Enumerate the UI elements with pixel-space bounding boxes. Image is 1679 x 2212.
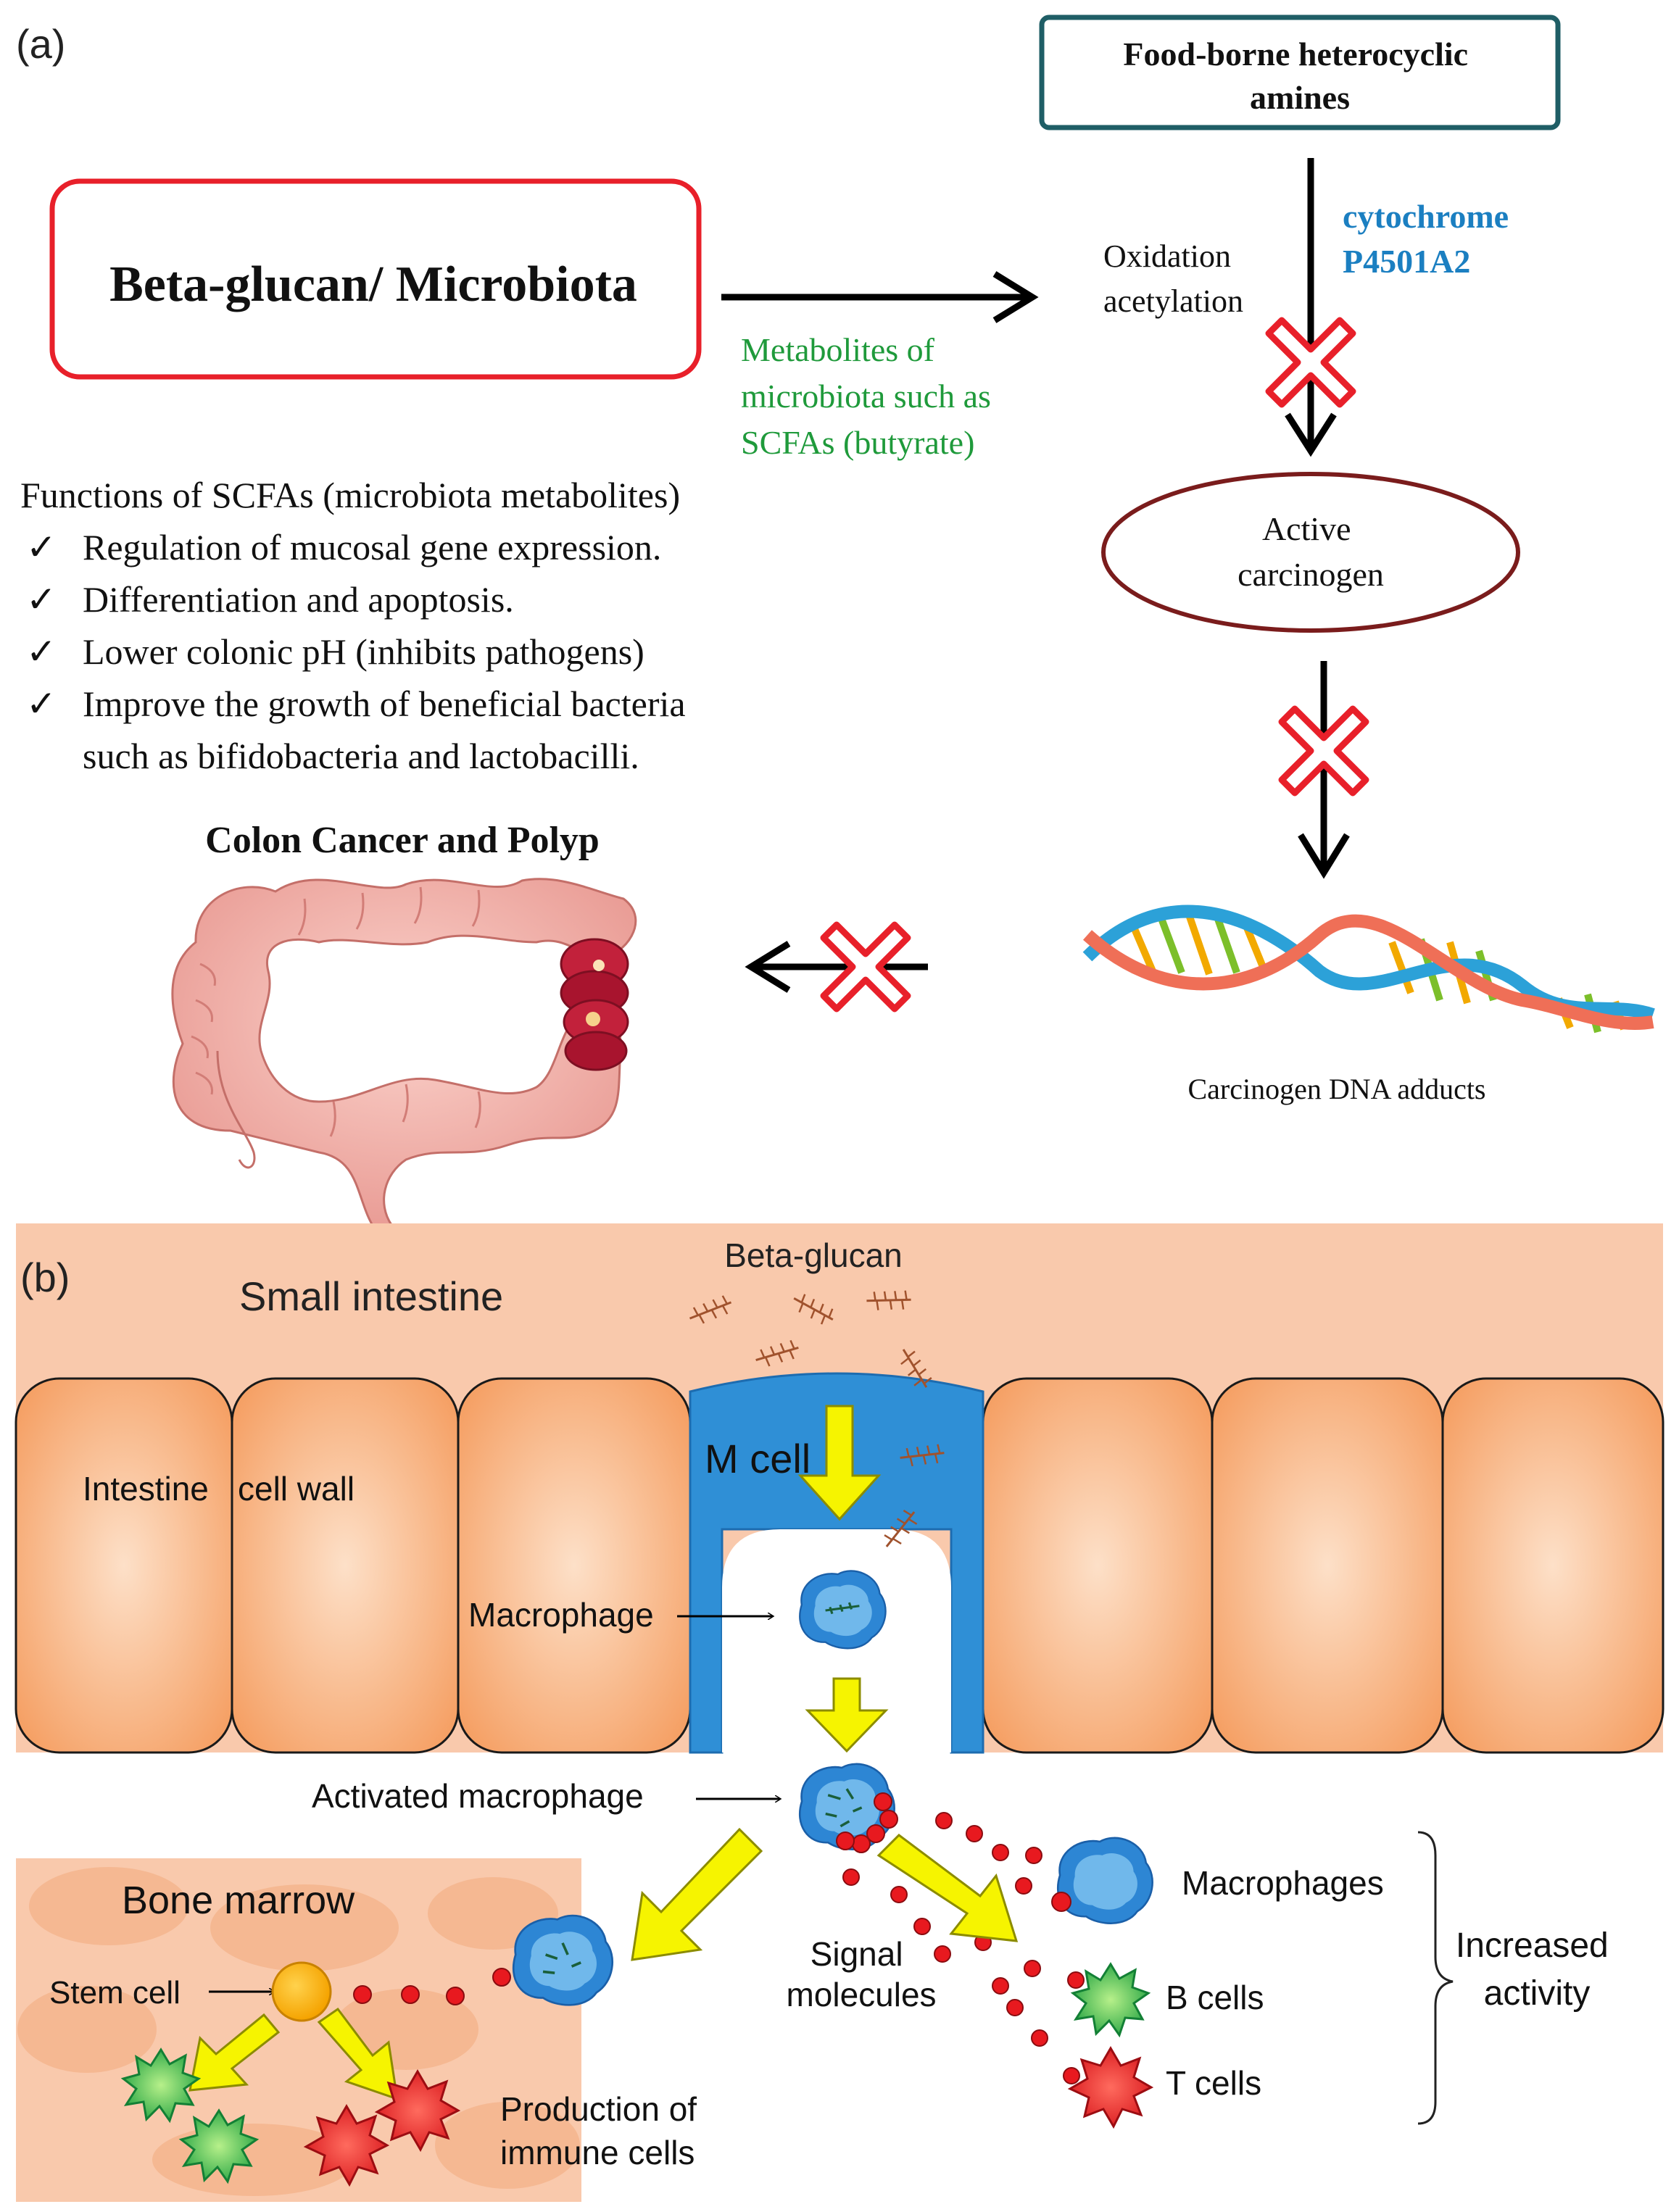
oxidation-label: Oxidation [1103, 238, 1231, 274]
function-item: Differentiation and apoptosis. [83, 579, 514, 620]
dna-adducts-label: Carcinogen DNA adducts [1187, 1073, 1485, 1105]
macrophage-cell [799, 1570, 887, 1650]
small-intestine-label: Small intestine [239, 1273, 503, 1319]
svg-text:cytochrome P4501A2: cytochrome P4501A2 [1343, 198, 1517, 280]
cell-wall-label: cell wall [238, 1470, 355, 1508]
immune-cells-arrow [876, 1834, 1019, 1942]
b-cell-icon [120, 2047, 202, 2124]
food-borne-label: Food-borne heterocyclic [1123, 36, 1468, 72]
intestine-label: Intestine [83, 1470, 209, 1508]
active-carcinogen-label: Active [1262, 510, 1351, 547]
check-icon: ✓ [26, 683, 57, 724]
t-cell-icon [374, 2069, 461, 2153]
colon-title: Colon Cancer and Polyp [205, 820, 600, 861]
increased-activity-label: Increased [1456, 1926, 1609, 1965]
dna-helix-icon [1082, 905, 1655, 1034]
production-label-2: immune cells [500, 2134, 695, 2171]
stem-signal-molecules [353, 1968, 511, 2005]
t-cells-label: T cells [1166, 2064, 1261, 2102]
cytochrome-label-2: P4501A2 [1343, 243, 1470, 280]
bone-marrow-label: Bone marrow [122, 1879, 355, 1922]
svg-text:Metabolites of microbio: Metabolites of microbiota such as SCFAs … [741, 331, 999, 461]
functions-title: Functions of SCFAs (microbiota metabolit… [20, 475, 680, 515]
macrophages-label: Macrophages [1182, 1864, 1384, 1902]
macrophages-icon [1056, 1837, 1153, 1924]
svg-text:Production of immune cel: Production of immune cells [500, 2090, 706, 2171]
b-cells-icon [1070, 1962, 1151, 2038]
bone-marrow-arrow [631, 1827, 763, 1961]
panel-b: (b) Small intestine Beta-glucan M cell I… [14, 1223, 1665, 2212]
active-carcinogen-ellipse [1101, 472, 1520, 633]
activated-macrophage-cell [798, 1763, 895, 1850]
active-carcinogen-label-2: carcinogen [1238, 556, 1384, 593]
inhibition-x-icon [1265, 317, 1356, 408]
intestinal-cell [231, 1377, 460, 1754]
t-cell-icon [303, 2104, 390, 2187]
function-item: Lower colonic pH (inhibits pathogens) [83, 631, 644, 672]
food-borne-label-2: amines [1250, 79, 1350, 116]
intestinal-cell [14, 1377, 233, 1754]
panel-a-label: (a) [16, 21, 65, 67]
panel-b-label: (b) [20, 1255, 70, 1300]
colon-illustration [171, 878, 637, 1234]
metabolites-label-2: microbiota such as [741, 378, 991, 415]
metabolites-label: Metabolites of [741, 331, 935, 368]
svg-text:Intestine cell wall: Intestine cell wall [83, 1470, 355, 1508]
b-cells-label: B cells [1166, 1979, 1264, 2016]
svg-text:Food-borne heterocyclic: Food-borne heterocyclic amines [1123, 36, 1476, 116]
check-icon: ✓ [26, 527, 57, 567]
function-item: Improve the growth of beneficial bacteri… [83, 683, 686, 724]
signal-molecules [836, 1792, 1080, 2084]
t-cells-icon [1067, 2046, 1154, 2129]
cytochrome-label: cytochrome [1343, 198, 1509, 235]
functions-list: ✓ Regulation of mucosal gene expression.… [26, 527, 686, 776]
stem-cell-label: Stem cell [49, 1975, 181, 2011]
check-icon: ✓ [26, 579, 57, 620]
brace [1417, 1831, 1454, 2125]
function-item: Regulation of mucosal gene expression. [83, 527, 661, 567]
beta-glucan-label: Beta-glucan [724, 1236, 903, 1274]
production-label: Production of [500, 2090, 697, 2128]
food-borne-box [1039, 14, 1561, 130]
stem-arrow-right [317, 2007, 399, 2101]
inhibition-x-icon-3 [820, 921, 911, 1013]
beta-glucan-microbiota-label: Beta-glucan/ Microbiota [109, 257, 637, 312]
oxidation-label-2: acetylation [1103, 283, 1243, 319]
m-cell-label: M cell [705, 1436, 811, 1481]
stem-cell [271, 1961, 332, 2022]
svg-text:Active carcinogen: Active carcinogen [1238, 510, 1384, 593]
function-item: such as bifidobacteria and lactobacilli. [83, 736, 639, 776]
b-cell-icon [178, 2108, 260, 2184]
signal-molecule [1051, 1892, 1071, 1912]
intestinal-cell [1211, 1377, 1444, 1754]
intestinal-cells [14, 1377, 1665, 1754]
signal-molecules-label-2: molecules [786, 1976, 936, 2013]
check-icon: ✓ [26, 631, 57, 672]
svg-text:Oxidation acetylation: Oxidation acetylation [1103, 238, 1243, 319]
panel-a: (a) Food-borne heterocyclic amines Beta-… [16, 14, 1655, 1234]
bone-marrow-macrophage [512, 1914, 614, 2006]
uptake-arrow [797, 1405, 882, 1521]
polyp-icon [560, 938, 629, 1071]
intestinal-cell [982, 1377, 1214, 1754]
svg-text:Increased activity: Increased activity [1456, 1926, 1618, 2013]
signal-molecules-label: Signal [811, 1935, 903, 1973]
activation-arrow [805, 1677, 889, 1753]
macrophage-label: Macrophage [468, 1596, 654, 1634]
activated-macrophage-label: Activated macrophage [312, 1777, 644, 1815]
intestinal-cell [457, 1377, 692, 1754]
intestinal-cell [1441, 1377, 1665, 1754]
svg-text:Signal molecules: Signal molecules [786, 1935, 936, 2013]
inhibition-x-icon-2 [1278, 705, 1369, 797]
beta-glucan-microbiota-box [49, 178, 702, 380]
increased-activity-label-2: activity [1484, 1974, 1591, 2013]
signal-molecule [1067, 1971, 1085, 1989]
stem-arrow-left [188, 2013, 281, 2092]
metabolites-label-3: SCFAs (butyrate) [741, 424, 974, 461]
